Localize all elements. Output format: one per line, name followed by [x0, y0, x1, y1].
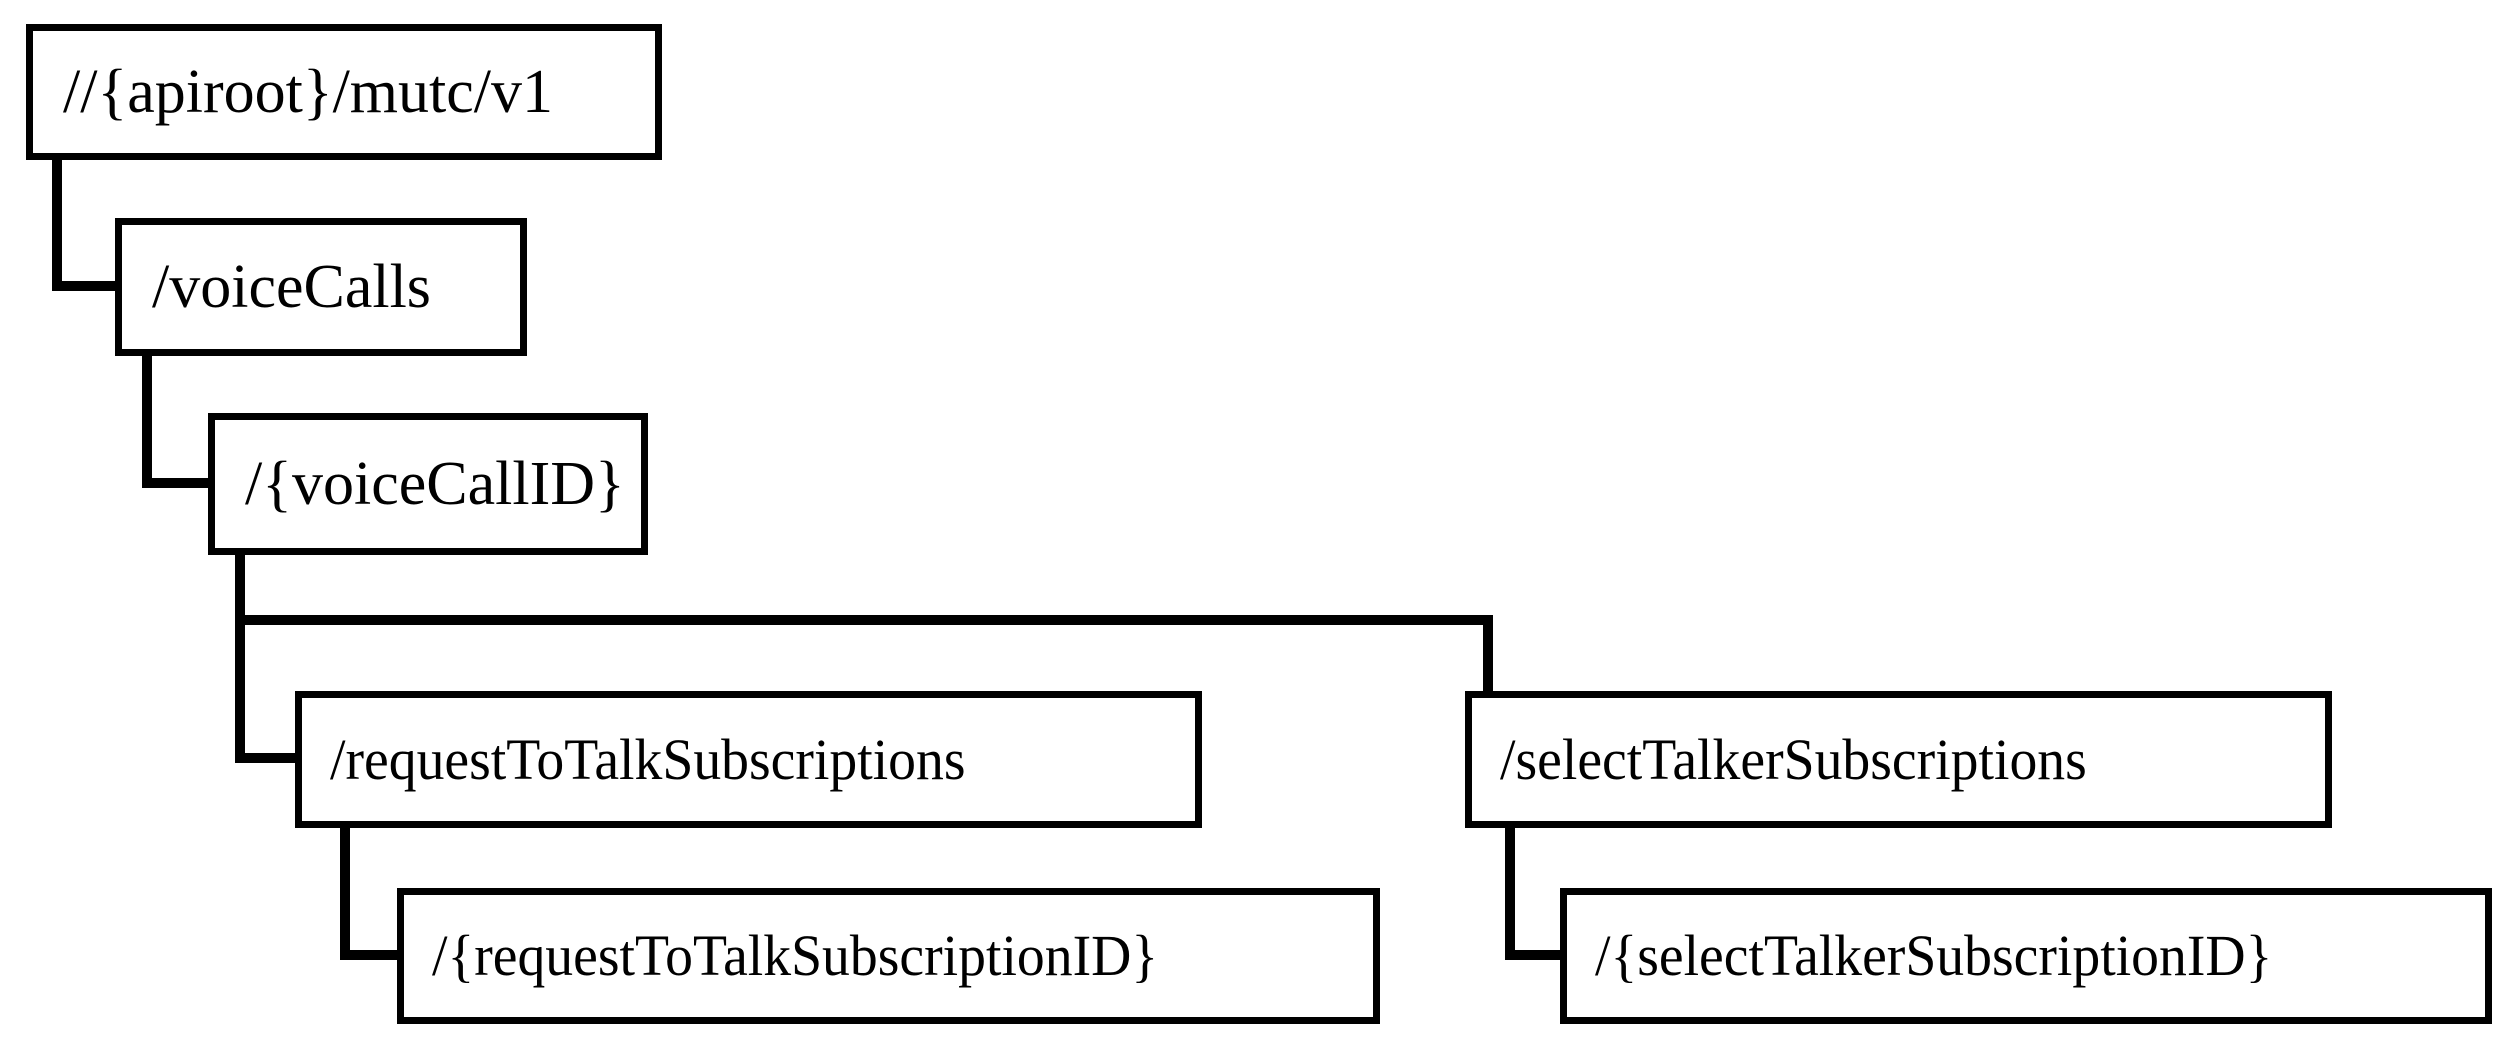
node-label: /{selectTalkerSubscriptionID}	[1595, 923, 2273, 988]
connector-voicecalls-to-voicecallid-horizontal	[142, 478, 214, 488]
connector-root-to-voicecalls-horizontal	[52, 281, 122, 291]
node-selecttalkersubscriptionid: /{selectTalkerSubscriptionID}	[1560, 888, 2492, 1024]
connector-selecttalker-to-id-vertical	[1505, 822, 1515, 952]
connector-voicecallid-branch-bus-horizontal	[235, 615, 1493, 625]
node-selecttalkersubscriptions: /selectTalkerSubscriptions	[1465, 691, 2332, 828]
node-voicecallid: /{voiceCallID}	[208, 413, 648, 555]
node-apiroot-mutc-v1: //{apiroot}/mutc/v1	[26, 24, 662, 160]
connector-selecttalker-to-id-horizontal	[1505, 950, 1567, 960]
node-requesttotalksubscriptionid: /{requestToTalkSubscriptionID}	[397, 888, 1380, 1024]
connector-root-to-voicecalls-vertical	[52, 155, 62, 287]
connector-voicecallid-trunk-vertical	[235, 550, 245, 762]
node-label: /selectTalkerSubscriptions	[1500, 726, 2087, 792]
node-label: /{voiceCallID}	[245, 450, 625, 518]
connector-branch-right-vertical	[1483, 615, 1493, 763]
node-requesttotalksubscriptions: /requestToTalkSubscriptions	[295, 691, 1202, 828]
node-label: //{apiroot}/mutc/v1	[63, 58, 554, 126]
node-label: /requestToTalkSubscriptions	[330, 726, 966, 792]
node-label: /voiceCalls	[152, 253, 431, 321]
connector-requesttotalk-to-id-horizontal	[340, 950, 404, 960]
node-label: /{requestToTalkSubscriptionID}	[432, 923, 1159, 988]
connector-requesttotalk-to-id-vertical	[340, 822, 350, 952]
node-voicecalls: /voiceCalls	[115, 218, 527, 356]
connector-to-requesttotalksubscriptions-horizontal	[235, 753, 303, 763]
connector-voicecalls-to-voicecallid-vertical	[142, 350, 152, 480]
